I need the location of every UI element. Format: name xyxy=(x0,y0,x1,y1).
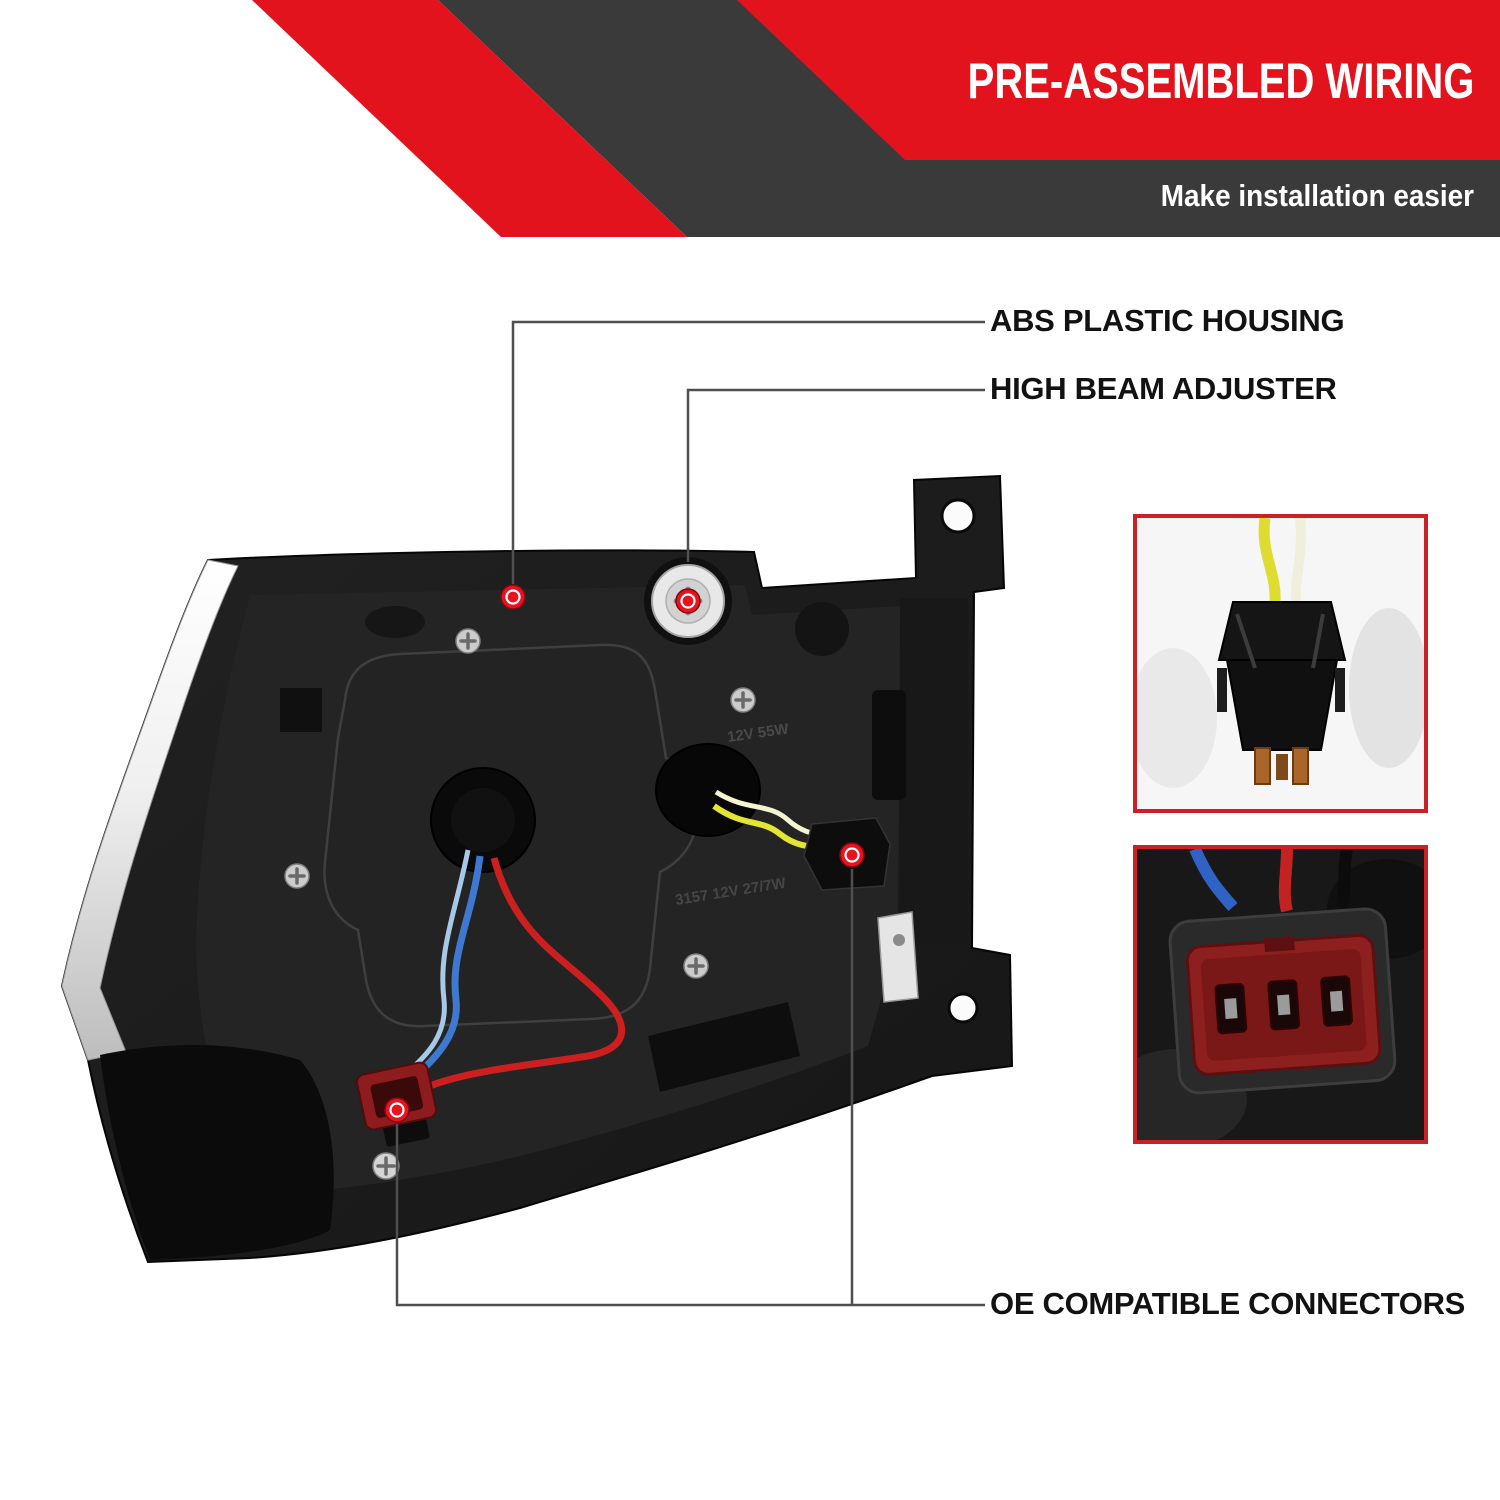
callout-label-abs: ABS PLASTIC HOUSING xyxy=(990,303,1345,338)
bottom-vent-slot xyxy=(648,1002,800,1092)
metal-clip xyxy=(877,911,919,1003)
oval-recess xyxy=(365,606,425,638)
mounting-hole-top xyxy=(940,498,976,534)
inset-blue-wire xyxy=(1189,849,1238,911)
inset-red-wire xyxy=(1278,849,1293,913)
mounting-hole-bottom xyxy=(947,992,979,1024)
callout-dots xyxy=(384,584,865,1123)
socket-pin-right xyxy=(1292,747,1309,785)
headlight-rear-photo: 12V 55W 3157 12V 27/7W xyxy=(60,474,1014,1264)
blue-wire xyxy=(409,855,484,1083)
socket-pin-center xyxy=(1276,754,1288,780)
side-slot xyxy=(872,690,906,800)
banner-red-stripe xyxy=(252,0,687,237)
inset-oe-connector-photo xyxy=(1133,845,1428,1144)
inset-yellow-wire xyxy=(1258,518,1281,603)
metal-clip-hole xyxy=(893,934,905,946)
inset-bulb-socket-photo xyxy=(1133,514,1428,813)
lower-gasket xyxy=(100,1044,334,1260)
oe-connector-front xyxy=(1168,907,1397,1095)
socket-pin-left xyxy=(1254,747,1271,785)
banner-title: PRE-ASSEMBLED WIRING xyxy=(967,53,1474,109)
square-recess xyxy=(280,688,322,732)
red-wire xyxy=(428,857,626,1090)
callout-dot-oe-socket xyxy=(839,842,865,868)
philips-screws xyxy=(284,628,756,1180)
oe-connector xyxy=(356,1061,438,1147)
banner-ribbon xyxy=(252,0,1500,237)
callout-line-oe xyxy=(395,869,985,1307)
light-blue-wire xyxy=(402,849,471,1078)
bulb-socket-closeup-art xyxy=(1137,518,1424,809)
callout-line-abs xyxy=(511,320,985,584)
banner-subtitle: Make installation easier xyxy=(1160,178,1474,213)
inset-black-wire xyxy=(1335,849,1353,909)
callout-dot-abs xyxy=(500,584,526,610)
callout-label-oe: OE COMPATIBLE CONNECTORS xyxy=(990,1286,1466,1321)
callout-label-highbeam: HIGH BEAM ADJUSTER xyxy=(990,371,1337,406)
inset-white-wire xyxy=(1290,518,1306,603)
bulb-socket-top xyxy=(1217,601,1347,661)
callout-dot-highbeam xyxy=(675,588,701,614)
callout-dot-oe-connector xyxy=(384,1097,410,1123)
bulb-socket-body xyxy=(1225,659,1339,751)
signal-bulb-hole xyxy=(655,743,761,837)
side-wall-shade xyxy=(900,598,968,943)
callout-line-highbeam xyxy=(686,388,985,562)
banner-red-band xyxy=(737,0,1500,160)
round-recess xyxy=(795,602,849,656)
oe-connector-closeup-art xyxy=(1137,849,1424,1140)
low-beam-socket-inner xyxy=(451,788,515,852)
callout-lines xyxy=(395,320,985,1307)
